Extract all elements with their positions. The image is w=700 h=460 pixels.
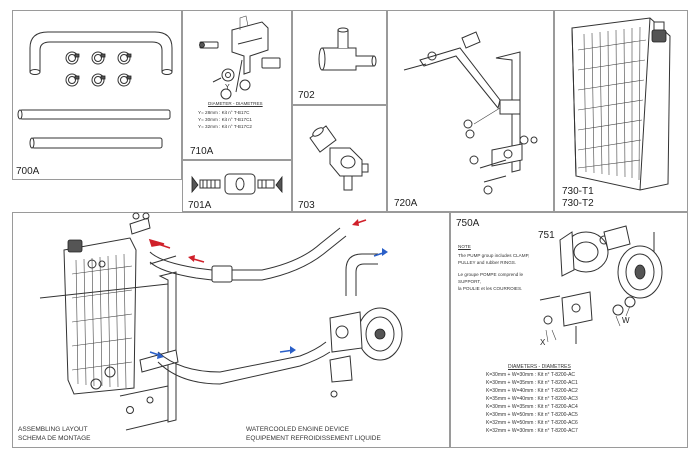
- thermostat: [309, 125, 369, 191]
- bracket-720: [403, 31, 538, 195]
- caption-assembly-fr: SCHEMA DE MONTAGE: [18, 435, 91, 442]
- diameters-750-line: K=30mm + W=35mm : Kit n° T-8200-AC1: [486, 380, 578, 386]
- diameters-750-line: K=32mm + W=50mm : Kit n° T-8200-AC6: [486, 420, 578, 426]
- note-fr-line: SUPPORT,: [458, 279, 481, 284]
- straight-hoses: [17, 109, 171, 149]
- assembly-pump: [329, 307, 403, 398]
- callout-y: Y: [225, 84, 230, 91]
- diameters-750-line: K=30mm + W=40mm : Kit n° T-8200-AC2: [486, 388, 578, 394]
- radiator-730: [571, 17, 671, 191]
- diameters-750-line: K=35mm + W=40mm : Kit n° T-8200-AC3: [486, 396, 578, 402]
- inline-filter: [191, 173, 283, 195]
- u-hose: [29, 31, 173, 75]
- note-en-line: PULLEY and rubber RINGS.: [458, 260, 517, 265]
- callout-x: X: [540, 338, 546, 347]
- label-703: 703: [298, 200, 315, 211]
- flow-arrows: [148, 219, 388, 359]
- label-751: 751: [538, 230, 555, 241]
- hose-clamps: [65, 51, 132, 87]
- caption-engine-fr: EQUIPEMENT REFROIDISSEMENT LIQUIDE: [246, 435, 381, 442]
- label-700a: 700A: [16, 166, 40, 177]
- label-702: 702: [298, 90, 315, 101]
- label-750a: 750A: [456, 218, 480, 229]
- note-title: NOTE: [458, 244, 471, 249]
- t-fitting: [318, 27, 377, 71]
- pump-group-750: [539, 225, 663, 344]
- diameters-750-line: K=30mm + W=50mm : Kit n° T-8200-AC5: [486, 412, 578, 418]
- panel-700a: [12, 10, 182, 180]
- diameters-750-line: K=30mm + W=30mm : Kit n° T-8200-AC: [486, 372, 576, 378]
- note-fr-line: la POULIE et les COURROIES.: [458, 286, 523, 291]
- caption-assembly-en: ASSEMBLING LAYOUT: [18, 426, 88, 433]
- note-fr-line: Le groupe POMPE comprend le: [458, 272, 524, 277]
- callout-w: W: [622, 316, 630, 325]
- diameters-750-line: K=30mm + W=35mm : Kit n° T-8200-AC4: [486, 404, 578, 410]
- bracket-710: [199, 15, 281, 100]
- note-en-line: The PUMP group includes CLAMP,: [458, 253, 530, 258]
- label-730-t2: 730-T2: [562, 198, 594, 209]
- label-720a: 720A: [394, 198, 418, 209]
- assembly-brackets: [39, 212, 179, 431]
- label-730-t1: 730-T1: [562, 186, 594, 197]
- diameters-710-line: Y= 30mm : Kit n° T-B17C1: [198, 117, 252, 122]
- diameters-750-title: DIAMETERS - DIAMETRES: [508, 364, 571, 370]
- diameters-750-line: K=32mm + W=30mm : Kit n° T-8200-AC7: [486, 428, 578, 434]
- assembly-hoses: [149, 227, 378, 385]
- label-701a: 701A: [188, 200, 212, 211]
- diameters-710-line: Y= 32mm : Kit n° T-B17C2: [198, 124, 252, 129]
- assembly-radiator: [63, 237, 137, 395]
- diameters-710-line: Y= 28mm : Kit n° T-B17C: [198, 110, 250, 115]
- label-710a: 710A: [190, 146, 214, 157]
- caption-engine-en: WATERCOOLED ENGINE DEVICE: [246, 426, 349, 433]
- diameters-710-title: DIAMETER - DIAMETRES: [208, 101, 263, 106]
